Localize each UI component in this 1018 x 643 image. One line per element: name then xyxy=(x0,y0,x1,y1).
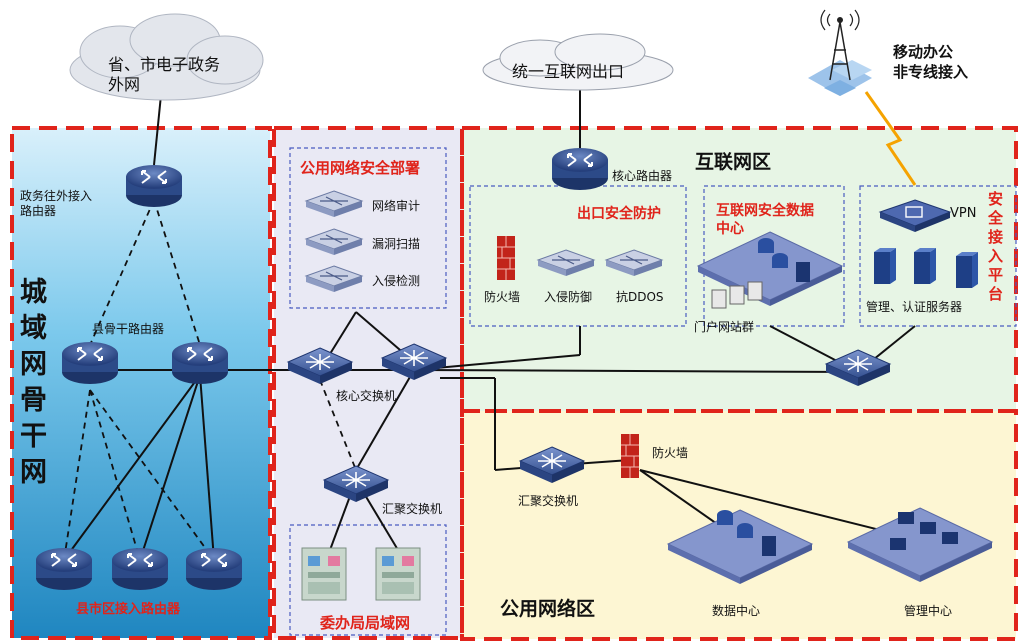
firewall-internet-icon xyxy=(496,235,516,281)
zone-title-public-network: 公用网络区 xyxy=(500,598,596,620)
bureau-lan-1-icon xyxy=(301,547,347,601)
anti-ddos-icon xyxy=(605,249,663,277)
public-datacenter-label: 数据中心 xyxy=(712,604,761,618)
exit-item-ddos: 抗DDOS xyxy=(616,290,664,304)
zone-title-internet: 互联网区 xyxy=(695,151,772,173)
auth-server-3-icon xyxy=(956,252,978,288)
intrusion-detection-icon xyxy=(305,265,363,293)
portal-cluster-icon xyxy=(711,281,763,309)
core-switch-2-icon xyxy=(381,343,447,381)
management-center-label: 管理中心 xyxy=(904,604,953,618)
secure-access-platform-label: 安全接入平台 xyxy=(988,190,1004,303)
bureau-lan-2-icon xyxy=(375,547,421,601)
zone-title-public-security: 公用网络安全部署 xyxy=(300,159,421,177)
network-audit-icon xyxy=(305,190,363,218)
backbone-router-2-icon xyxy=(171,341,229,385)
aggregation-switch-left-label: 汇聚交换机 xyxy=(382,502,443,516)
public-datacenter-servers-icon xyxy=(717,510,776,556)
exit-security-label: 出口安全防护 xyxy=(577,206,661,222)
exit-item-ips: 入侵防御 xyxy=(544,290,593,304)
gov-access-router-label: 政务往外接入 路由器 xyxy=(20,189,93,218)
core-switch-label: 核心交换机 xyxy=(336,389,397,403)
vulnerability-scan-icon xyxy=(305,228,363,256)
aggregation-switch-left-icon xyxy=(323,465,389,503)
security-item-audit: 网络审计 xyxy=(372,199,421,213)
firewall-public-icon xyxy=(620,433,640,479)
exit-item-firewall: 防火墙 xyxy=(484,290,521,304)
core-router-icon xyxy=(551,147,609,191)
datacenter-servers-icon xyxy=(758,238,810,282)
core-switch-1-icon xyxy=(287,347,353,385)
aggregation-switch-right-icon xyxy=(519,446,585,484)
internet-datacenter-title: 互联网安全数据 中心 xyxy=(716,203,814,237)
bureau-lan-label: 委办局局域网 xyxy=(320,614,411,632)
mobile-label-2: 非专线接入 xyxy=(893,63,969,81)
aggregation-switch-right-label: 汇聚交换机 xyxy=(518,494,579,508)
public-datacenter-icon xyxy=(667,509,813,585)
backbone-router-1-icon xyxy=(61,341,119,385)
vpn-label: VPN xyxy=(950,206,977,221)
cloud-gov-external xyxy=(69,13,264,101)
management-center-pcs-icon xyxy=(890,512,958,550)
security-item-scan: 漏洞扫描 xyxy=(372,237,421,251)
security-item-ids: 入侵检测 xyxy=(372,274,421,288)
backbone-router-label: 县骨干路由器 xyxy=(92,322,165,336)
mobile-label-1: 移动办公 xyxy=(893,43,954,61)
portal-cluster-label: 门户网站群 xyxy=(694,320,755,334)
access-router-3-icon xyxy=(185,547,243,591)
vpn-icon xyxy=(878,199,952,232)
access-router-1-icon xyxy=(35,547,93,591)
auth-servers-label: 管理、认证服务器 xyxy=(866,300,963,314)
gov-access-router-icon xyxy=(125,164,183,208)
management-center-icon xyxy=(847,507,993,583)
intrusion-prevention-icon xyxy=(537,249,595,277)
mobile-tower-icon xyxy=(808,9,872,96)
access-router-2-icon xyxy=(111,547,169,591)
auth-server-1-icon xyxy=(874,248,896,284)
core-router-label: 核心路由器 xyxy=(612,169,673,183)
firewall-public-label: 防火墙 xyxy=(652,446,689,460)
county-access-router-label: 县市区接入路由器 xyxy=(76,602,181,617)
auth-server-2-icon xyxy=(914,248,936,284)
cloud-unified-exit xyxy=(482,33,674,91)
internet-switch-icon xyxy=(825,349,891,387)
cloud-exit-label: 统一互联网出口 xyxy=(512,62,625,81)
zone-title-city-backbone: 城域网骨干网 xyxy=(20,277,47,488)
cloud-gov-label: 省、市电子政务 外网 xyxy=(108,55,221,94)
